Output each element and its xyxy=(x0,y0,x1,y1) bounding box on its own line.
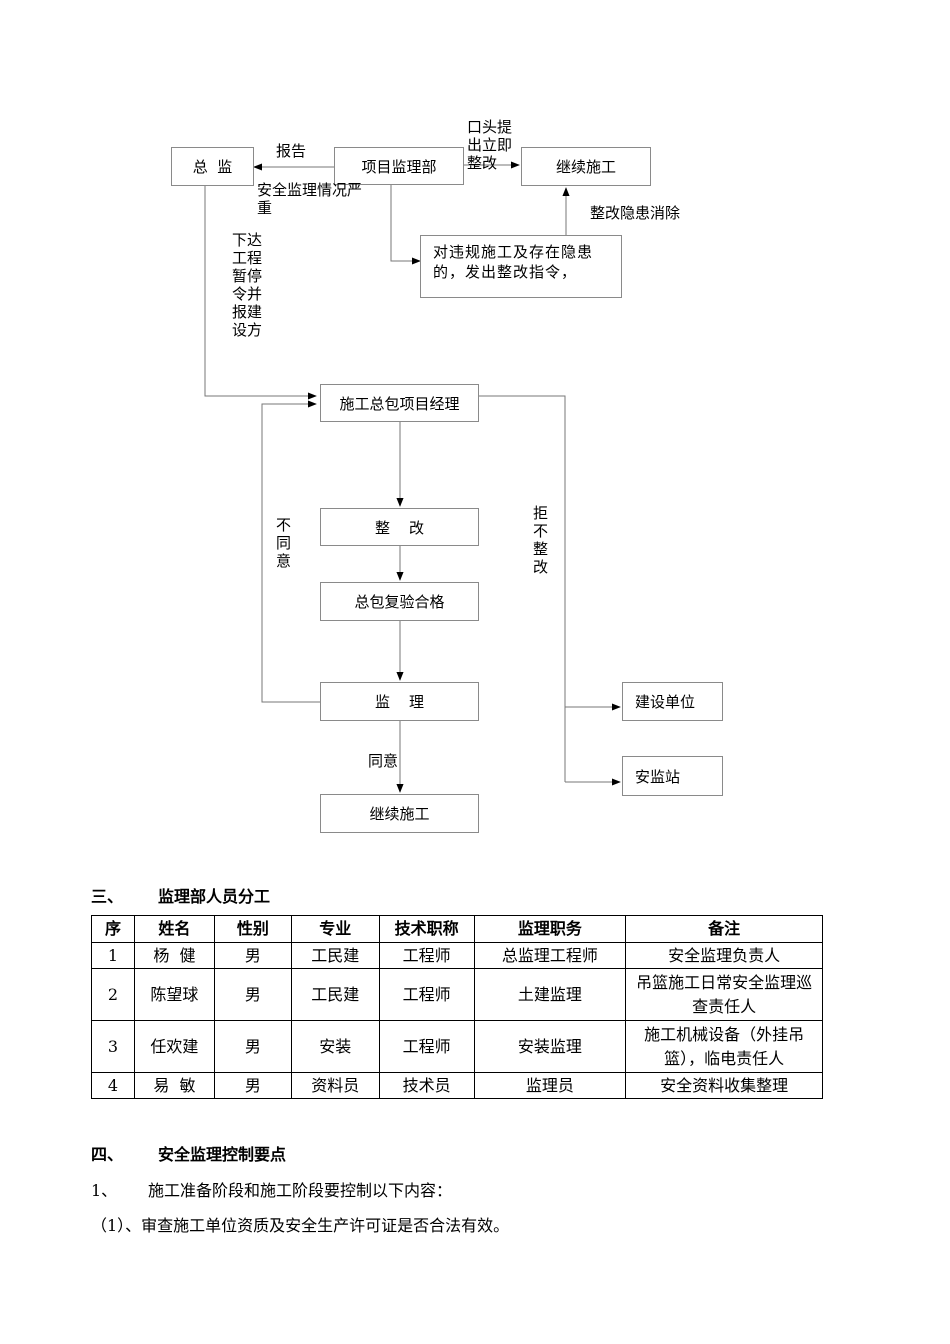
header-position: 监理职务 xyxy=(473,915,627,943)
cell: 3 xyxy=(91,1020,135,1073)
cell: 男 xyxy=(213,1020,292,1073)
item-1-number: 1、 xyxy=(91,1181,118,1200)
cell: 2 xyxy=(91,968,135,1021)
cell: 工程师 xyxy=(378,1020,475,1073)
cell: 任欢建 xyxy=(133,1020,215,1073)
cell: 吊篮施工日常安全监理巡查责任人 xyxy=(625,968,823,1021)
cell: 技术员 xyxy=(378,1072,475,1099)
node-owner: 建设单位 xyxy=(622,682,723,721)
label-disagree: 不同意 xyxy=(276,516,292,570)
header-remark: 备注 xyxy=(625,915,823,943)
label-report: 报告 xyxy=(276,142,307,160)
cell: 1 xyxy=(91,942,135,969)
cell: 易 敏 xyxy=(133,1072,215,1099)
node-project-dept: 项目监理部 xyxy=(334,147,464,185)
table-row: 1 杨 健 男 工民建 工程师 总监理工程师 安全监理负责人 xyxy=(91,942,823,969)
cell: 男 xyxy=(213,1072,292,1099)
table-header-row: 序 姓名 性别 专业 技术职称 监理职务 备注 xyxy=(91,915,823,943)
cell: 安装监理 xyxy=(473,1020,627,1073)
flowchart-connectors xyxy=(204,161,621,793)
section-3-title: 监理部人员分工 xyxy=(158,887,271,906)
cell: 总监理工程师 xyxy=(473,942,627,969)
node-continue-bottom: 继续施工 xyxy=(320,794,479,833)
arrow-notice xyxy=(390,184,421,265)
table-row: 4 易 敏 男 资料员 技术员 监理员 安全资料收集整理 xyxy=(91,1072,823,1099)
node-chief: 总 监 xyxy=(171,147,254,186)
section-4-title: 安全监理控制要点 xyxy=(158,1145,287,1164)
label-refuse: 拒不整改 xyxy=(533,504,549,576)
header-name: 姓名 xyxy=(133,915,215,943)
cell: 安全资料收集整理 xyxy=(625,1072,823,1099)
label-agree: 同意 xyxy=(368,752,399,770)
cell: 男 xyxy=(213,942,292,969)
cell: 安装 xyxy=(290,1020,380,1073)
table-row: 2 陈望球 男 工民建 工程师 土建监理 吊篮施工日常安全监理巡查责任人 xyxy=(91,968,823,1021)
cell: 资料员 xyxy=(290,1072,380,1099)
label-serious: 安全监理情况严重 xyxy=(257,181,363,217)
cell: 土建监理 xyxy=(473,968,627,1021)
cell: 工民建 xyxy=(290,942,380,969)
node-supervision: 监 理 xyxy=(320,682,479,721)
staff-table: 序 姓名 性别 专业 技术职称 监理职务 备注 1 杨 健 男 工民建 工程师 … xyxy=(91,915,823,1099)
cell: 男 xyxy=(213,968,292,1021)
cell: 工程师 xyxy=(378,968,475,1021)
section-3-number: 三、 xyxy=(91,887,124,906)
item-1-1-text: （1）、审查施工单位资质及安全生产许可证是否合法有效。 xyxy=(91,1216,510,1235)
cell: 陈望球 xyxy=(133,968,215,1021)
node-safety-station: 安监站 xyxy=(622,756,723,796)
cell: 4 xyxy=(91,1072,135,1099)
section-4-number: 四、 xyxy=(91,1145,124,1164)
line-refuse xyxy=(478,395,566,782)
header-gender: 性别 xyxy=(213,915,292,943)
node-recheck: 总包复验合格 xyxy=(320,582,479,621)
cell: 施工机械设备（外挂吊篮），临电责任人 xyxy=(625,1020,823,1073)
cell: 工民建 xyxy=(290,968,380,1021)
node-continue-top: 继续施工 xyxy=(521,147,651,186)
header-no: 序 xyxy=(91,915,135,943)
node-rectify: 整 改 xyxy=(320,508,479,546)
cell: 工程师 xyxy=(378,942,475,969)
table-row: 3 任欢建 男 安装 工程师 安装监理 施工机械设备（外挂吊篮），临电责任人 xyxy=(91,1020,823,1073)
label-oral: 口头提出立即整改 xyxy=(467,118,513,172)
cell: 杨 健 xyxy=(133,942,215,969)
node-rectify-notice: 对违规施工及存在隐患的，发出整改指令， xyxy=(420,235,622,298)
cell: 安全监理负责人 xyxy=(625,942,823,969)
header-major: 专业 xyxy=(290,915,380,943)
node-gc-manager: 施工总包项目经理 xyxy=(320,384,479,422)
arrow-disagree xyxy=(261,400,320,703)
cell: 监理员 xyxy=(473,1072,627,1099)
label-stop-order: 下达工程暂停令并报建设方 xyxy=(232,231,263,339)
arrow-stop-order xyxy=(204,186,317,400)
item-1-text: 施工准备阶段和施工阶段要控制以下内容： xyxy=(148,1181,453,1200)
header-title: 技术职称 xyxy=(378,915,475,943)
label-hazard-cleared: 整改隐患消除 xyxy=(590,204,681,222)
